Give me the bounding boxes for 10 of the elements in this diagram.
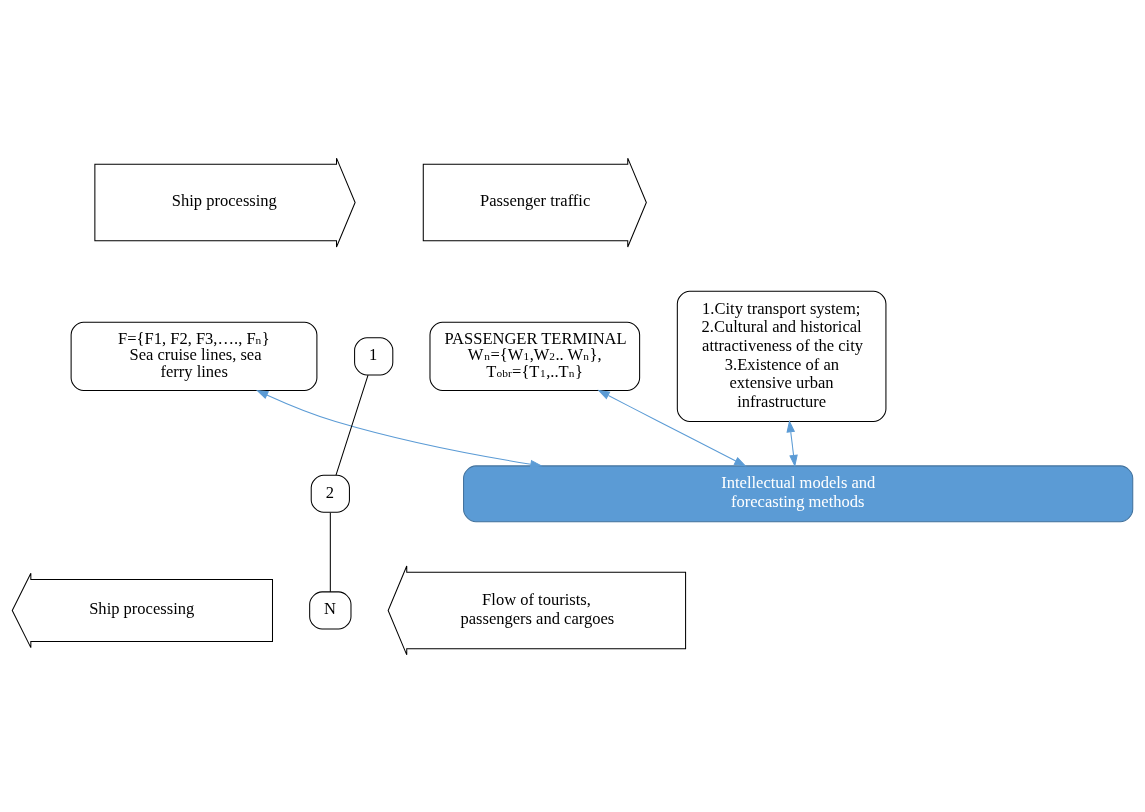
node-box: PASSENGER TERMINAL Wn={W1,W2.. Wn}, Tobr={T1,..Tn} xyxy=(429,321,641,391)
arrow xyxy=(255,389,543,468)
node-box: Intellectual models and forecasting methods xyxy=(463,464,1134,522)
node-box: N xyxy=(309,590,352,630)
node-box: 1.City transport system; 2.Cultural and historical attractiveness of the city 3.Existence of an extensive urban infrastructure xyxy=(676,290,887,422)
node-box: F={F1, F2, F3,…., Fn} Sea cruise lines, sea ferry lines xyxy=(70,321,318,391)
connector xyxy=(329,511,331,592)
arrow xyxy=(597,389,747,466)
connector xyxy=(335,374,369,476)
arrow xyxy=(786,419,798,467)
